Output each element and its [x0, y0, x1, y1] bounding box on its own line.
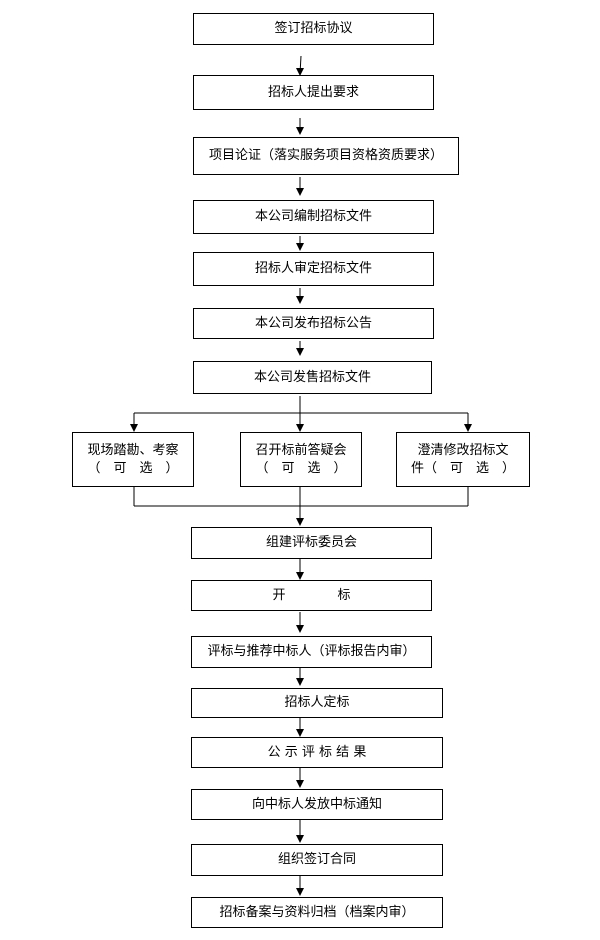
step-issue-notice: 向中标人发放中标通知 [191, 789, 443, 820]
arrow-head [296, 572, 304, 580]
arrow-head [296, 243, 304, 251]
arrow-head [296, 518, 304, 526]
arrow-head [296, 348, 304, 356]
step-sell-documents: 本公司发售招标文件 [193, 361, 432, 394]
arrow-head [296, 888, 304, 896]
step-form-committee: 组建评标委员会 [191, 527, 432, 559]
arrow-head [296, 835, 304, 843]
step-tenderer-request: 招标人提出要求 [193, 75, 434, 110]
arrow-head [296, 625, 304, 633]
arrow-head [296, 188, 304, 196]
arrow-head [296, 68, 304, 76]
branch-site-inspection: 现场踏勘、考察 （ 可 选 ） [72, 432, 194, 487]
step-evaluate-recommend: 评标与推荐中标人（评标报告内审） [191, 636, 432, 668]
arrow-head [464, 424, 472, 432]
step-bid-opening: 开 标 [191, 580, 432, 611]
step-compile-documents: 本公司编制招标文件 [193, 200, 434, 234]
step-review-documents: 招标人审定招标文件 [193, 252, 434, 286]
arrow-head [296, 424, 304, 432]
arrow-head [296, 780, 304, 788]
branch-pre-bid-meeting: 召开标前答疑会 （ 可 选 ） [240, 432, 362, 487]
arrow-head [296, 127, 304, 135]
step-project-review: 项目论证（落实服务项目资格资质要求） [193, 137, 459, 175]
arrow-head [296, 678, 304, 686]
arrow-head [130, 424, 138, 432]
arrow-head [296, 296, 304, 304]
step-sign-contract: 组织签订合同 [191, 844, 443, 876]
step-publish-notice: 本公司发布招标公告 [193, 308, 434, 339]
branch-clarify-documents: 澄清修改招标文 件（ 可 选 ） [396, 432, 530, 487]
arrow-head [296, 729, 304, 737]
step-publicize-result: 公 示 评 标 结 果 [191, 737, 443, 768]
step-award: 招标人定标 [191, 688, 443, 718]
step-sign-agreement: 签订招标协议 [193, 13, 434, 45]
step-archive: 招标备案与资料归档（档案内审） [191, 897, 443, 928]
